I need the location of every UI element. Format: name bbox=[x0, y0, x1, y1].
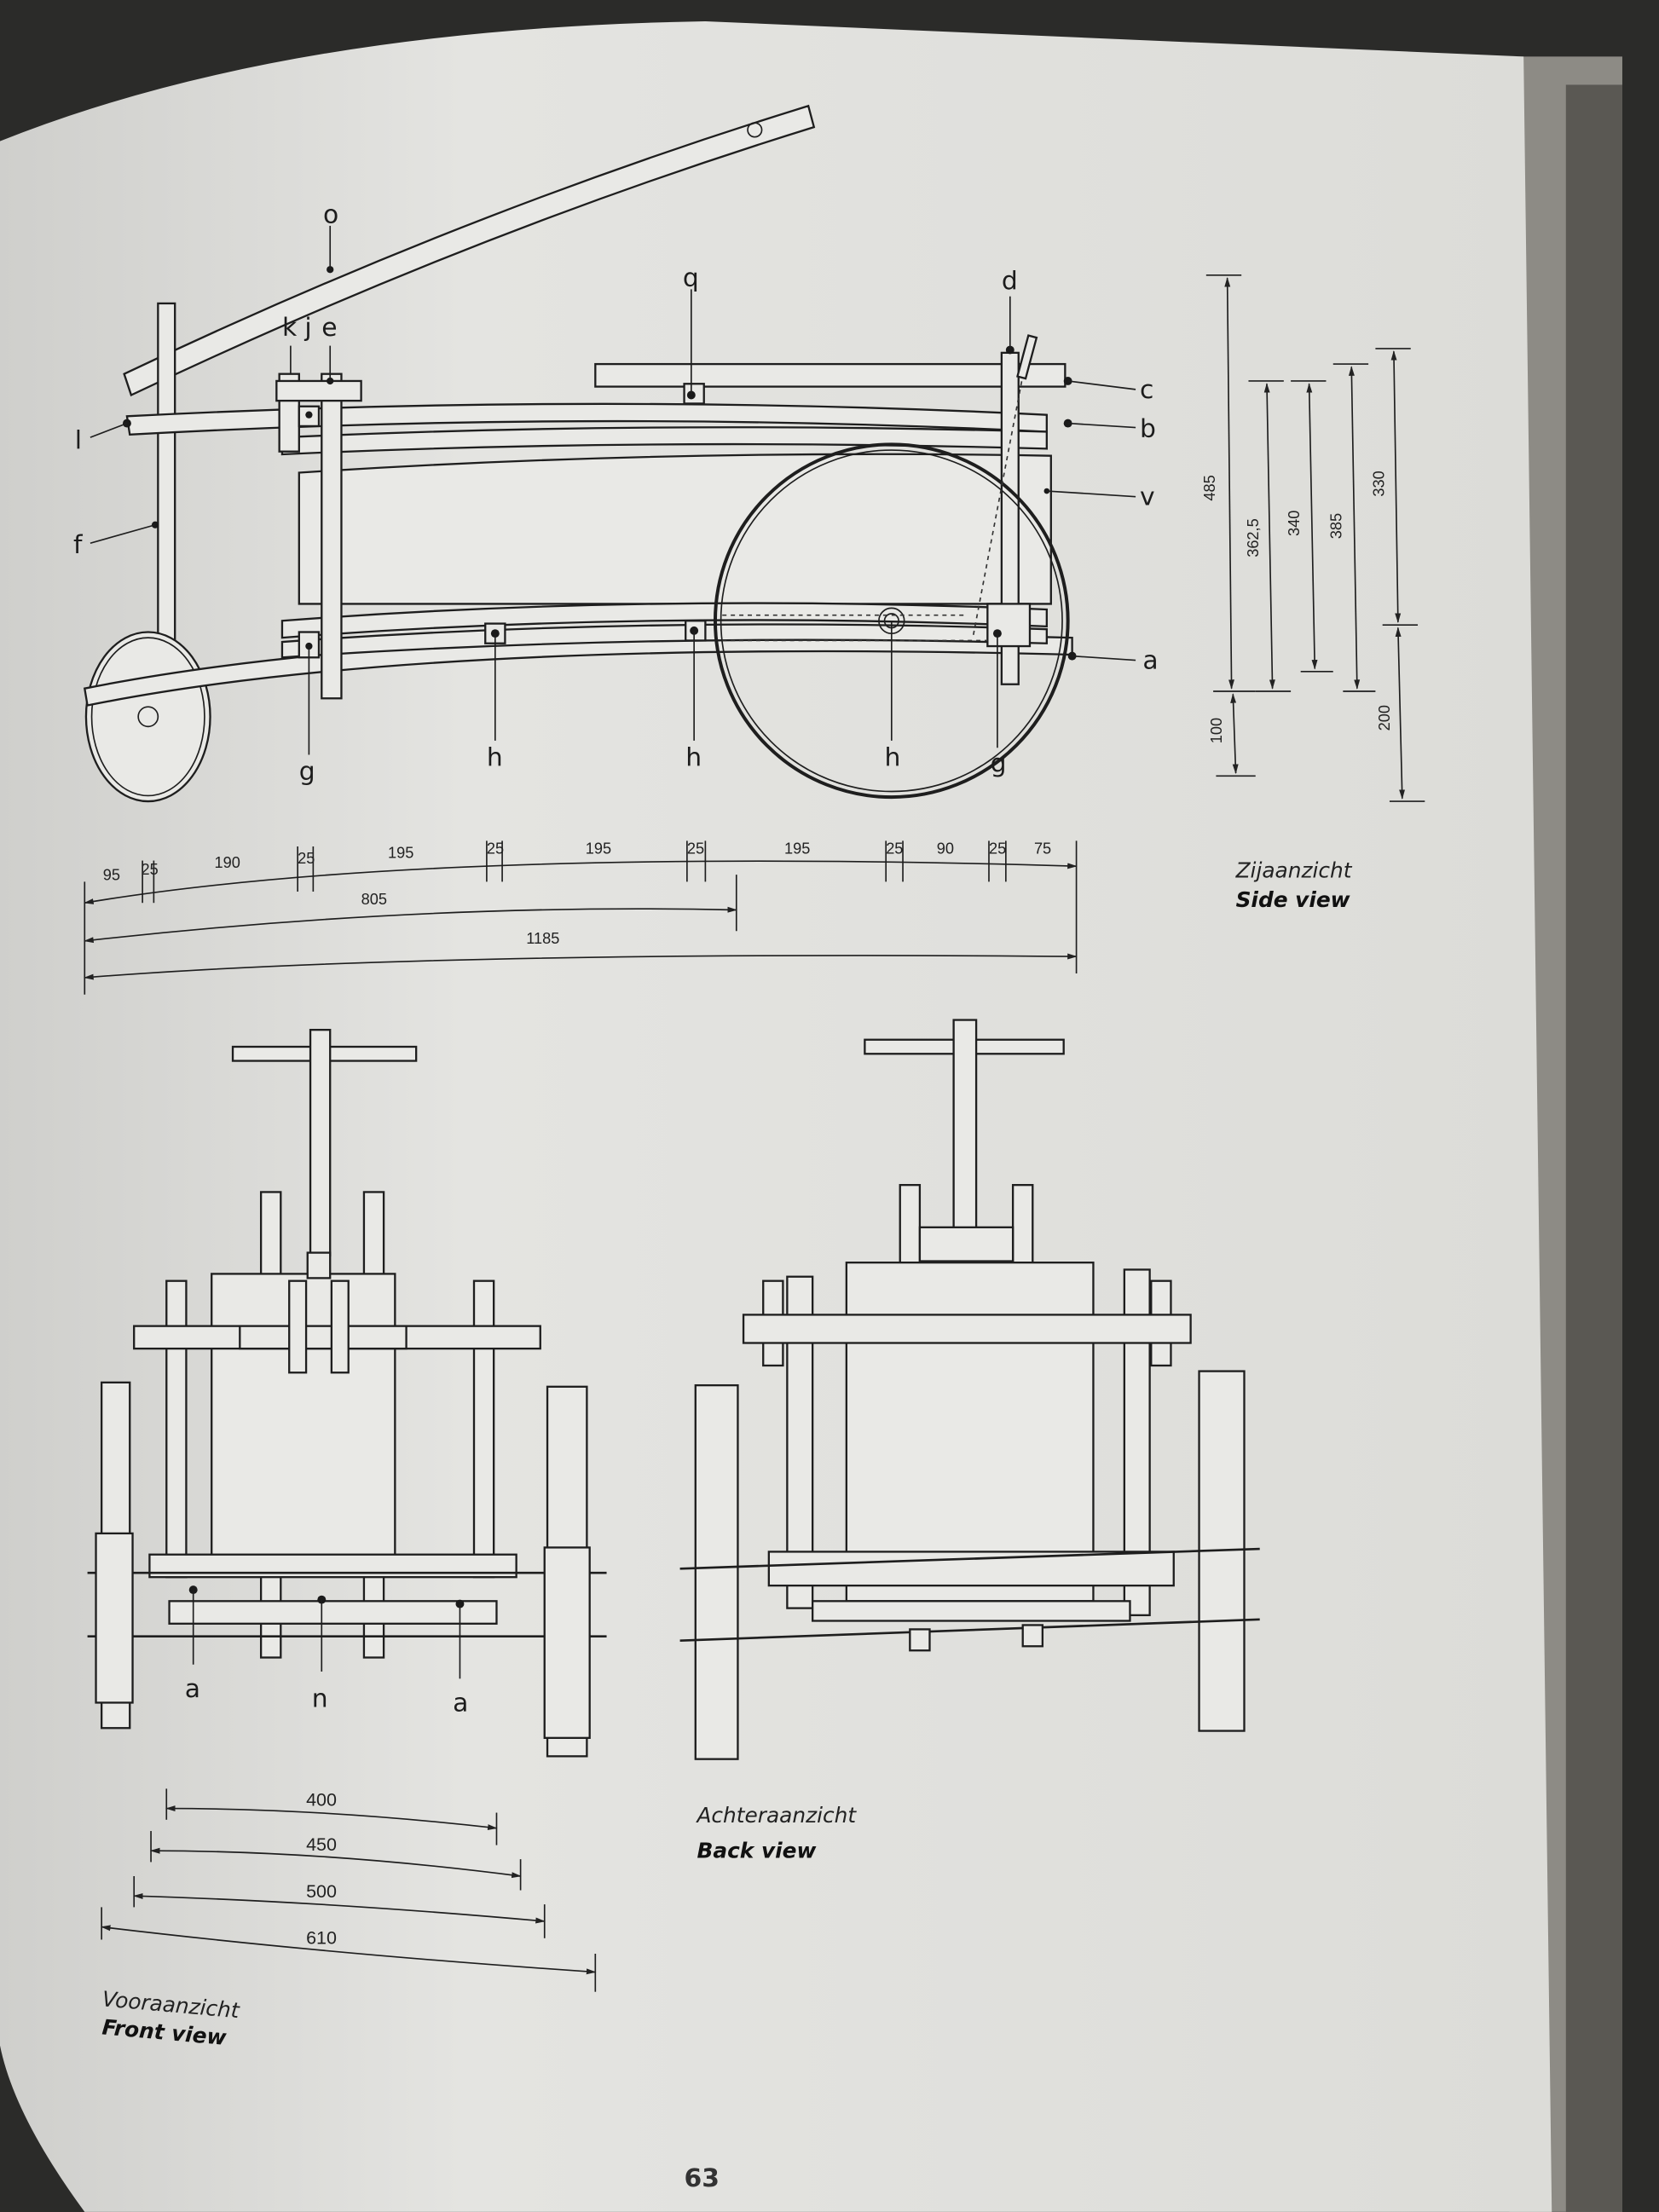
part-label-b: b bbox=[1140, 414, 1156, 444]
dim-100: 100 bbox=[1208, 718, 1225, 743]
part-label-a: a bbox=[185, 1674, 200, 1704]
dim-500: 500 bbox=[306, 1881, 337, 1902]
dim-25: 25 bbox=[989, 840, 1006, 857]
part-label-a: a bbox=[1142, 646, 1158, 676]
dim-200: 200 bbox=[1376, 705, 1393, 731]
part-label-q: q bbox=[683, 263, 699, 293]
body-box-v bbox=[298, 453, 1052, 605]
dim-195: 195 bbox=[586, 840, 611, 857]
page bbox=[0, 20, 1552, 2212]
part-label-g: g bbox=[991, 748, 1007, 778]
dim-25: 25 bbox=[141, 861, 158, 878]
dim-95: 95 bbox=[103, 867, 120, 884]
part-label-n: n bbox=[312, 1684, 328, 1713]
front-view-dimensions: 400 450 500 610 Vooraanzicht Front view bbox=[100, 1788, 597, 2050]
front-view-drawing: a n a bbox=[87, 1028, 607, 1758]
part-label-v: v bbox=[1140, 482, 1155, 512]
part-label-g: g bbox=[299, 757, 315, 787]
dim-25: 25 bbox=[886, 840, 903, 857]
part-label-a: a bbox=[453, 1688, 468, 1718]
side-view-horizontal-dimensions: 95 25 190 25 195 25 195 25 195 25 90 25 … bbox=[84, 840, 1078, 995]
dim-190: 190 bbox=[215, 854, 240, 871]
part-label-d: d bbox=[1002, 266, 1018, 296]
dim-610: 610 bbox=[306, 1927, 337, 1948]
part-label-h: h bbox=[885, 743, 901, 773]
dim-330: 330 bbox=[1370, 471, 1387, 496]
part-label-h: h bbox=[487, 743, 503, 773]
back-view-drawing: Achteraanzicht Back view bbox=[679, 1019, 1260, 1863]
side-view-caption-nl: Zijaanzicht bbox=[1235, 858, 1353, 882]
part-label-j: j bbox=[303, 313, 311, 343]
side-view-caption-en: Side view bbox=[1236, 887, 1350, 912]
rear-wheel bbox=[713, 442, 1070, 800]
part-label-k: k bbox=[282, 313, 298, 343]
dim-90: 90 bbox=[937, 840, 954, 857]
page-number: 63 bbox=[685, 2163, 720, 2193]
dim-1185: 1185 bbox=[526, 930, 559, 947]
dim-400: 400 bbox=[306, 1789, 337, 1810]
part-label-e: e bbox=[321, 313, 337, 343]
part-label-c: c bbox=[1140, 375, 1153, 405]
handle-bar bbox=[123, 104, 816, 397]
dim-385: 385 bbox=[1328, 513, 1345, 539]
top-bar-c bbox=[594, 362, 1066, 388]
part-label-h: h bbox=[685, 743, 702, 773]
part-label-f: f bbox=[73, 530, 84, 560]
side-view-vertical-dimensions: 485 100 362,5 340 385 330 200 Zijaanzich… bbox=[1201, 274, 1425, 912]
dim-805: 805 bbox=[361, 891, 387, 908]
dim-195: 195 bbox=[784, 840, 810, 857]
dim-25: 25 bbox=[298, 850, 315, 867]
dim-485: 485 bbox=[1201, 475, 1218, 500]
front-wheel bbox=[84, 631, 211, 803]
back-view-caption-nl: Achteraanzicht bbox=[695, 1803, 857, 1828]
dim-25: 25 bbox=[687, 840, 704, 857]
dim-340: 340 bbox=[1286, 511, 1303, 536]
dim-75: 75 bbox=[1034, 840, 1051, 857]
part-label-o: o bbox=[323, 200, 338, 230]
dim-195: 195 bbox=[388, 844, 413, 861]
back-view-caption-en: Back view bbox=[697, 1838, 816, 1863]
dim-25: 25 bbox=[487, 840, 504, 857]
part-label-l: l bbox=[75, 425, 82, 455]
side-view-drawing: o k j e q d c b v a l f g h h h g bbox=[73, 104, 1159, 803]
dim-362-5: 362,5 bbox=[1245, 518, 1262, 557]
dim-450: 450 bbox=[306, 1834, 337, 1855]
